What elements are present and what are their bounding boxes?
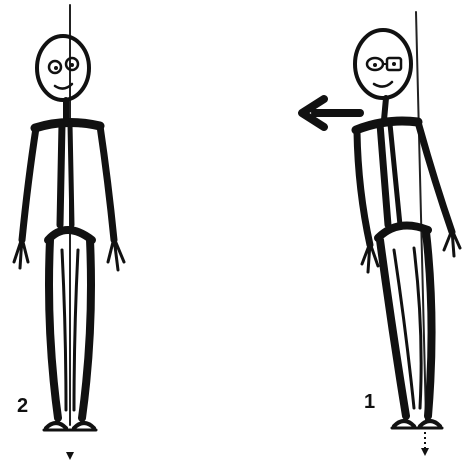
shoulders-right (356, 121, 418, 130)
leg-left-figure-1 (380, 240, 406, 416)
triangle-down-icon (66, 452, 74, 460)
arm-right-figure-2 (100, 126, 114, 240)
neck-right (384, 98, 386, 120)
leg-inner-right-1 (414, 248, 421, 408)
feet-right (394, 421, 440, 426)
figure-number-2: 2 (17, 396, 28, 416)
figure-2-upright (14, 5, 124, 430)
torso-right-edge-right (390, 124, 400, 225)
leg-left-figure-2 (49, 240, 58, 418)
torso-left (60, 124, 62, 225)
leg-right-figure-1 (426, 232, 432, 416)
pupil-right-figure-1 (392, 62, 396, 66)
mouth-right (374, 82, 392, 87)
head-left (37, 36, 89, 100)
shoulders-left (35, 122, 100, 128)
figure-1-shifted (355, 12, 460, 428)
arm-left-figure-1 (357, 132, 370, 245)
pupil-right-figure-2 (70, 63, 74, 67)
leg-inner-left (62, 250, 66, 410)
pupil-left-figure-1 (373, 63, 377, 67)
hand-right-figure-2 (108, 238, 124, 270)
figure-number-1: 1 (364, 392, 375, 412)
arm-right-figure-1 (418, 122, 452, 232)
triangle-down-icon-right (421, 448, 429, 456)
torso-right-edge-left (70, 124, 72, 225)
hand-right-figure-1 (444, 230, 460, 256)
pupil-left-figure-2 (54, 66, 58, 70)
hand-left-figure-1 (362, 243, 378, 272)
hand-left-figure-2 (14, 238, 28, 268)
torso-right (380, 124, 388, 225)
leg-right-figure-2 (82, 240, 91, 418)
arrow-left-icon (302, 99, 360, 127)
leg-inner-right (74, 250, 78, 410)
arm-left-figure-2 (22, 128, 36, 240)
